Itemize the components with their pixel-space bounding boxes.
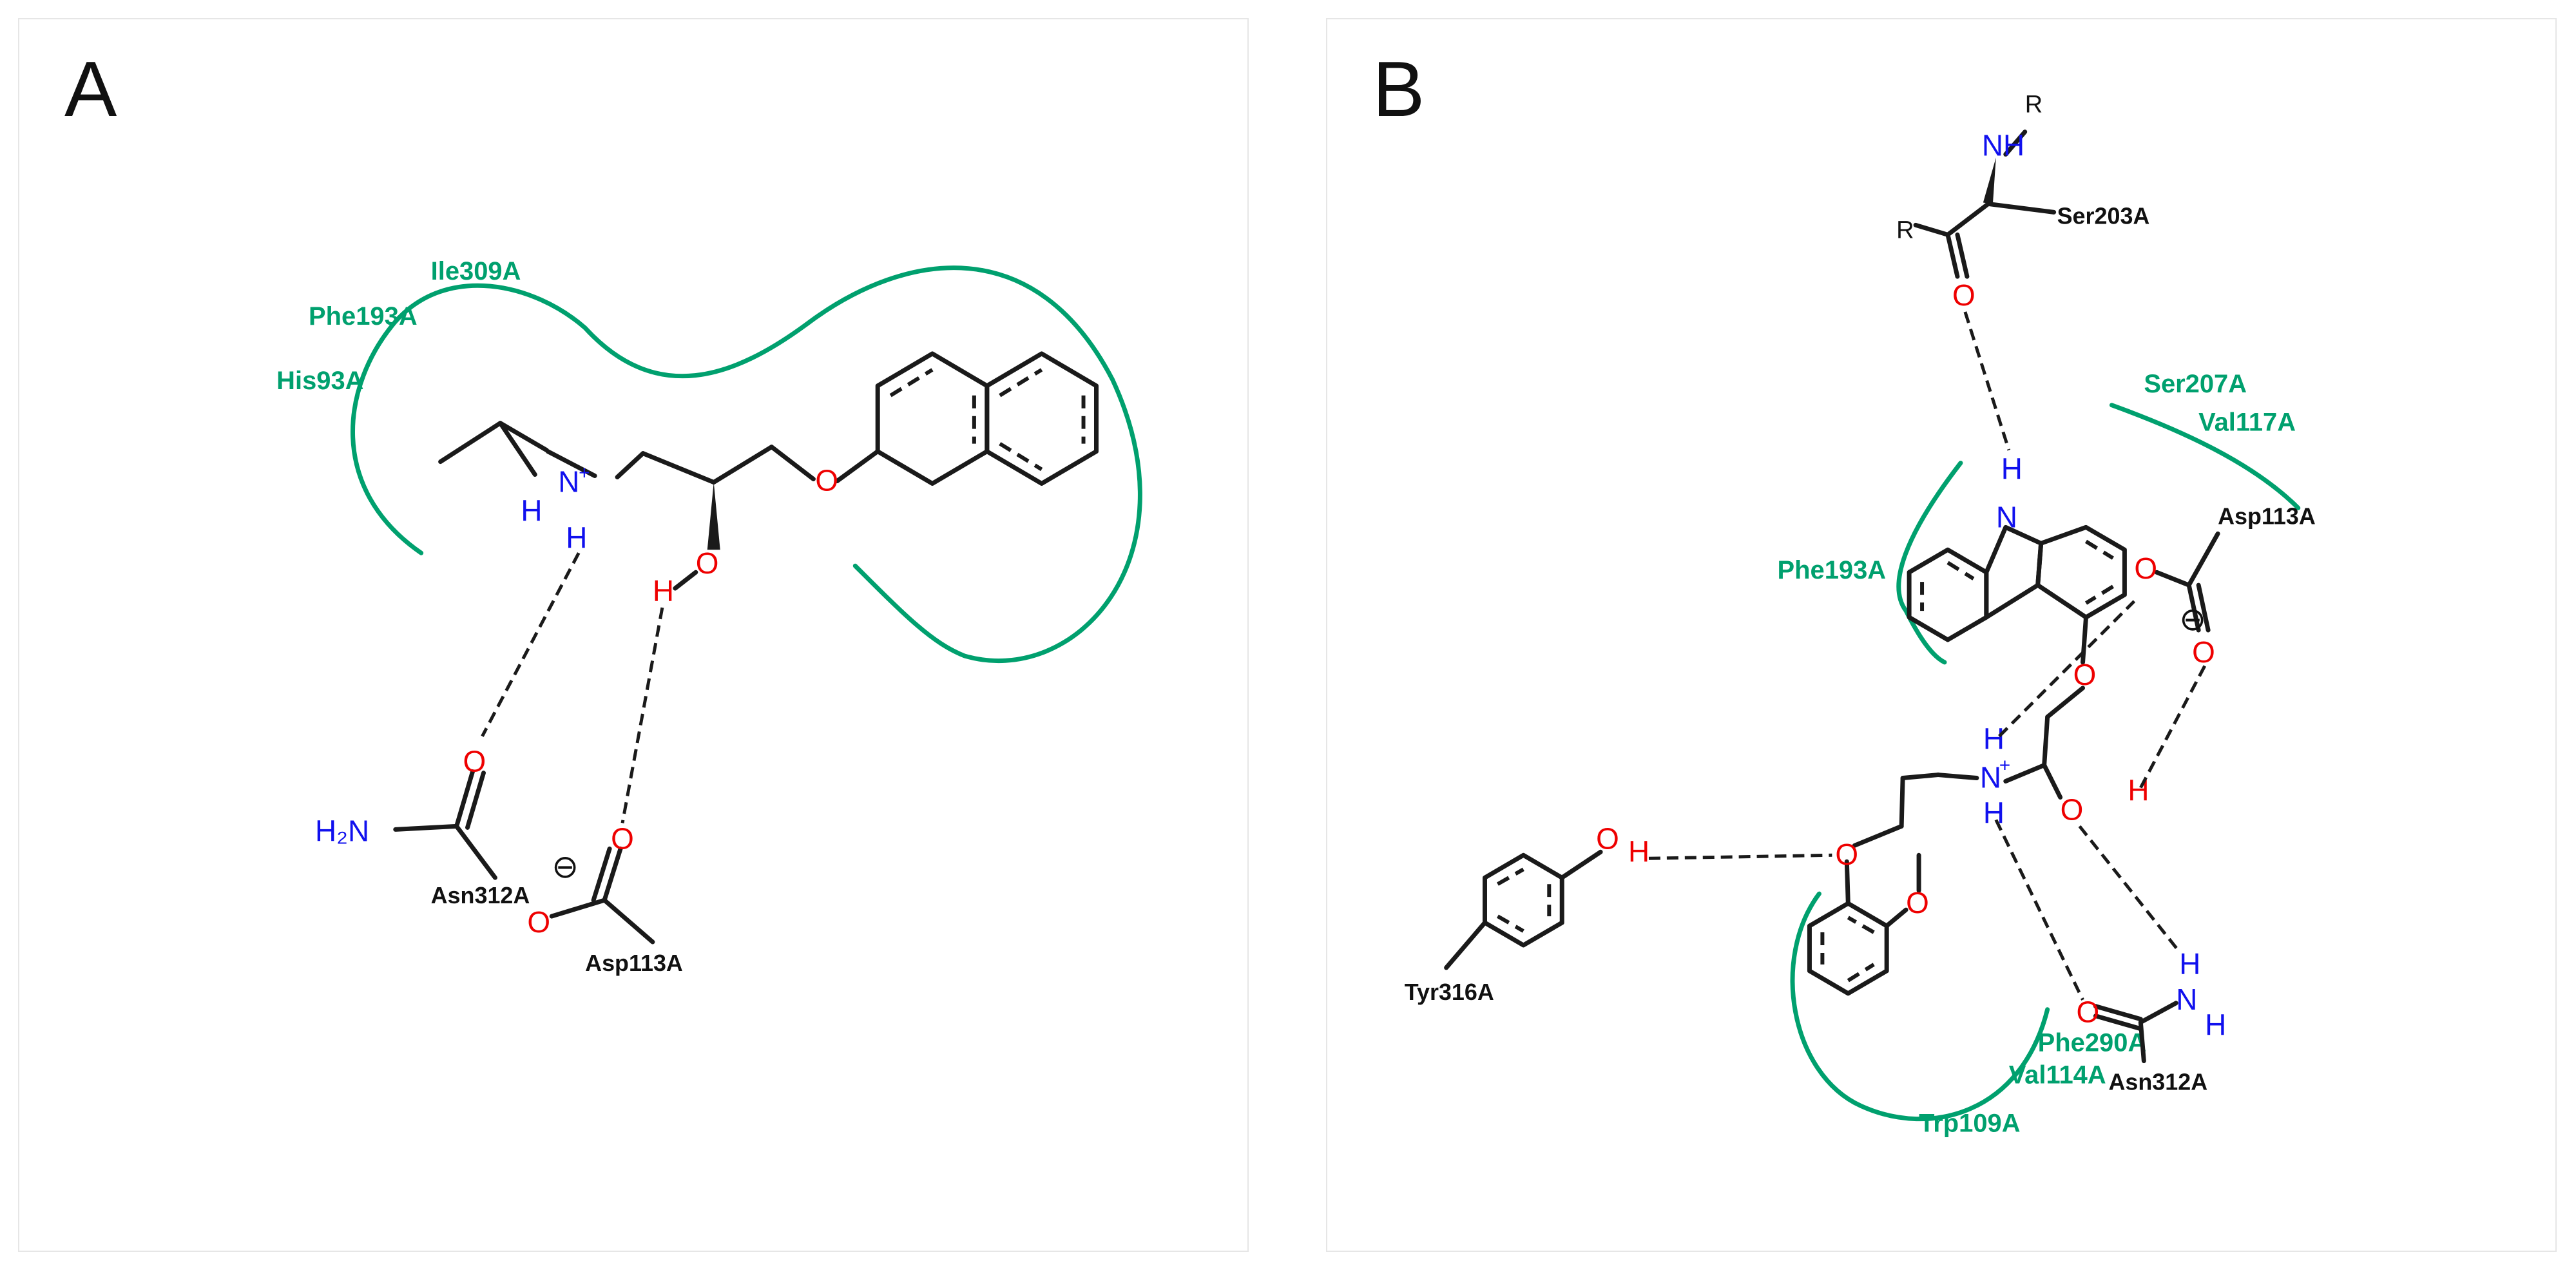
residue-his93a: His93A (276, 367, 363, 395)
charge-minus-b: ⊖ (2179, 601, 2206, 637)
atom-o-asn312a-b: O (2077, 995, 2100, 1029)
molecule-b-carbazole (1907, 524, 2127, 665)
panel-a-diagram: Ile309A Phe193A His93A N + H (276, 257, 1142, 976)
contour-trp109 (1790, 891, 2050, 1122)
atom-h2n-a: H₂N (315, 814, 369, 847)
residue-phe193a: Phe193A (309, 302, 418, 331)
atom-o-hydroxyl-a: O (696, 546, 719, 580)
charge-minus-a: ⊖ (552, 849, 579, 885)
residue-group-tyr316a-b (1444, 849, 1603, 970)
atom-o-ser203a: O (1952, 278, 1975, 312)
hbond-ser203a-b (1963, 311, 2011, 451)
hbond-asp113a-a (620, 607, 664, 823)
hydrophobic-contour-a (351, 265, 1142, 664)
atom-o-hydroxyl-b: O (2061, 792, 2084, 826)
charge-plus-b: + (1999, 755, 2010, 776)
molecule-b-chain (1807, 686, 2086, 996)
atom-o-ether-b: O (2073, 658, 2097, 691)
residue-ser207a-b: Ser207A (2144, 370, 2247, 398)
atom-r-1: R (2025, 91, 2043, 119)
atom-h-hydroxyl-a: H (653, 574, 674, 608)
residue-group-asn312a-a (393, 769, 497, 880)
residue-val114a-b: Val114A (2009, 1061, 2106, 1090)
contour-phe193 (1896, 461, 1963, 665)
atom-o-asn312a-a: O (463, 745, 486, 778)
label-tyr316a-b: Tyr316A (1405, 979, 1494, 1005)
label-asn312a-b: Asn312A (2108, 1069, 2207, 1095)
residue-phe290a-b: Phe290A (2038, 1029, 2147, 1057)
panel-a: A Ile309A Phe193A His93A (18, 18, 1249, 1252)
atom-h-b1: H (1983, 722, 2004, 756)
molecule-a-skeleton (438, 351, 1099, 550)
atom-nh-ser203a: NH (1982, 129, 2024, 162)
atom-o-asp113a-b1: O (2134, 552, 2157, 585)
label-asn312a-a: Asn312A (431, 882, 530, 908)
charge-plus-a: + (579, 463, 590, 484)
oh-bond-a (673, 570, 698, 591)
atom-o-tyr316a: O (1596, 821, 1619, 855)
hbonds-b (1648, 600, 2207, 1001)
residue-trp109a-b: Trp109A (1919, 1109, 2020, 1137)
residue-group-asp113a-a (549, 846, 655, 945)
atom-o-asp113a-a1: O (611, 821, 634, 855)
panel-label-b: B (1372, 45, 1425, 133)
atom-h-b2: H (1983, 796, 2004, 829)
residue-group-ser203a-b (1913, 130, 2057, 279)
atom-o-asp113a-a2: O (527, 905, 550, 939)
atom-n-b: N (1980, 761, 2001, 794)
label-ser203a-b: Ser203A (2057, 202, 2150, 229)
atom-h-carbazole: H (2001, 452, 2023, 486)
residue-val117a-b: Val117A (2198, 408, 2296, 437)
atom-r-2: R (1896, 216, 1914, 244)
label-asp113a-a: Asp113A (585, 950, 683, 976)
label-asp113a-b: Asp113A (2218, 503, 2316, 529)
atom-h-a1: H (521, 494, 542, 527)
atom-o-methoxy-b: O (1906, 886, 1929, 919)
atom-h-asn312a-b1: H (2179, 947, 2200, 981)
atom-o-phenoxy-b: O (1835, 838, 1858, 871)
residue-group-asp113a-b (2154, 531, 2220, 633)
atom-h-tyr316a: H (1628, 834, 1649, 868)
atom-o-asp113a-b2: O (2192, 635, 2215, 669)
atom-n-asn312a-b: N (2176, 983, 2197, 1016)
residue-ile309a: Ile309A (431, 257, 521, 285)
contour-ser207-val117 (2109, 403, 2301, 510)
atom-n-carbazole: N (1996, 500, 2017, 533)
atom-n-a: N (558, 465, 579, 498)
atom-h-a2: H (566, 521, 587, 554)
panel-label-a: A (64, 45, 117, 133)
panel-b-diagram: Ser207A Val117A Phe193A Phe290A Val114A … (1405, 91, 2316, 1138)
residue-phe193a-b: Phe193A (1778, 556, 1887, 584)
hbond-asn312a-a (481, 552, 581, 737)
residue-group-asn312a-b (2093, 1001, 2178, 1064)
atom-o-ether-a: O (815, 463, 838, 497)
panel-b: B Ser207A Val117A Phe193A Phe290A Val114… (1326, 18, 2557, 1252)
atom-h-asn312a-b2: H (2205, 1008, 2226, 1042)
